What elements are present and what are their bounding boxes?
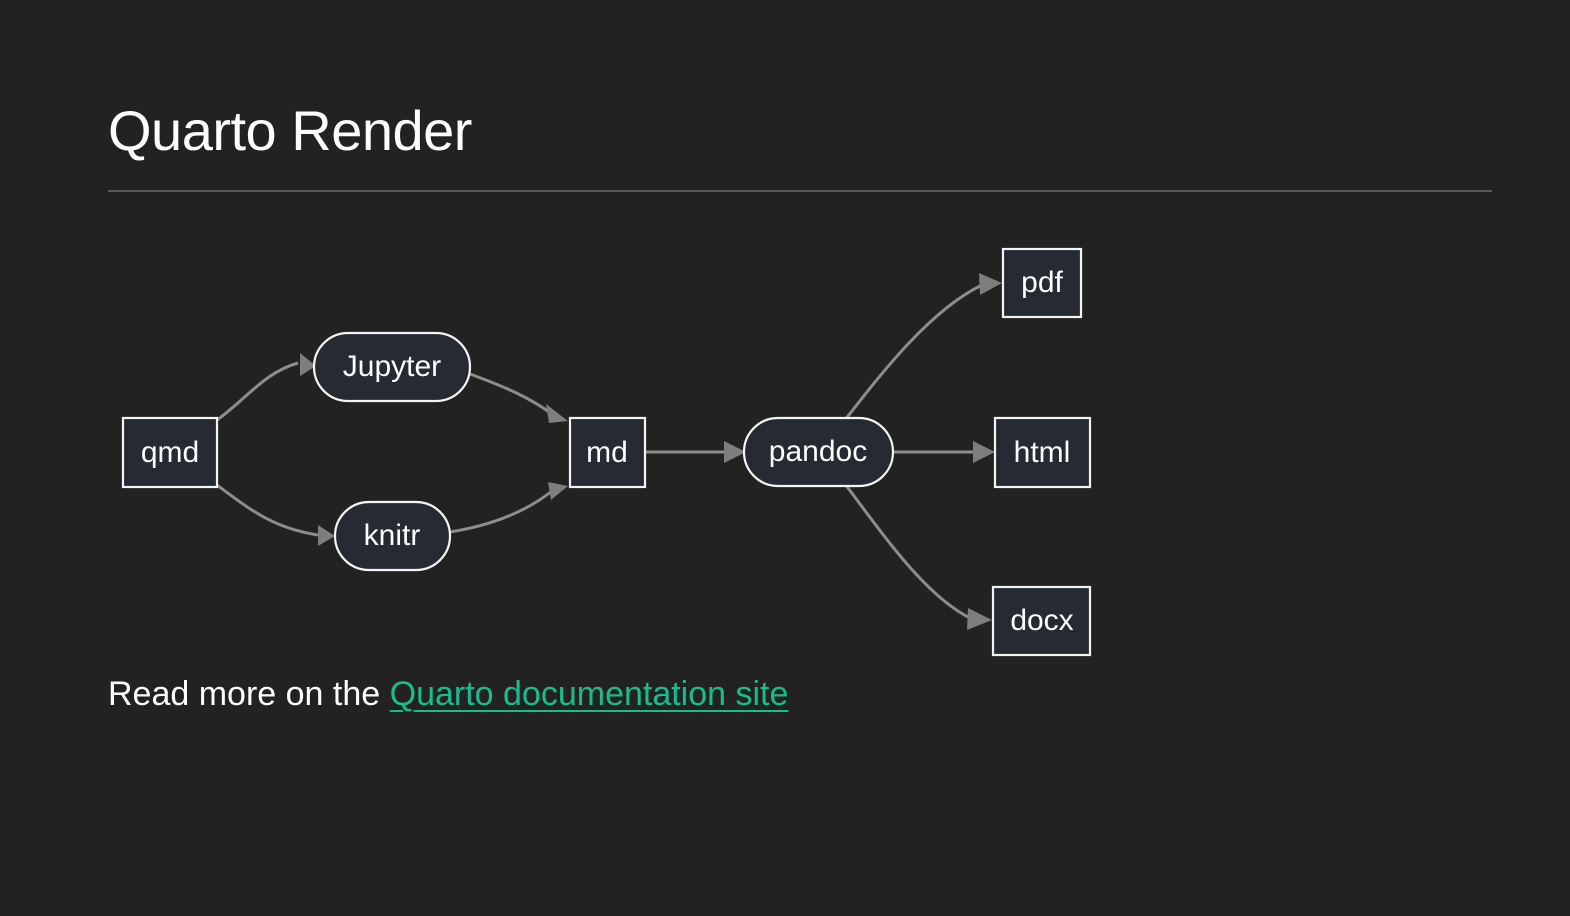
node-md[interactable]: md: [568, 416, 647, 489]
arrowhead-jupyter-md: [546, 404, 568, 423]
arrowhead-qmd-jupyter: [300, 353, 316, 376]
node-pandoc-label: pandoc: [769, 435, 867, 468]
title-divider: [108, 190, 1492, 192]
node-pandoc[interactable]: pandoc: [742, 416, 895, 488]
node-knitr-label: knitr: [364, 519, 421, 552]
edge-pandoc-docx: [843, 483, 973, 621]
arrowhead-qmd-knitr: [318, 525, 335, 546]
page-title: Quarto Render: [108, 99, 472, 162]
node-qmd-label: qmd: [141, 436, 199, 469]
node-qmd[interactable]: qmd: [121, 416, 219, 489]
arrowhead-md-pandoc: [724, 441, 746, 463]
quarto-documentation-link[interactable]: Quarto documentation site: [389, 675, 789, 713]
read-more-lead-text: Read more on the: [108, 675, 390, 713]
node-jupyter[interactable]: Jupyter: [312, 331, 472, 403]
node-html-label: html: [1014, 436, 1071, 469]
read-more-paragraph: Read more on the Quarto documentation si…: [108, 672, 788, 718]
edge-knitr-md: [449, 489, 553, 534]
node-jupyter-label: Jupyter: [343, 350, 441, 383]
node-html[interactable]: html: [993, 416, 1092, 489]
node-pdf[interactable]: pdf: [1001, 247, 1083, 319]
node-pdf-label: pdf: [1021, 266, 1063, 299]
node-md-label: md: [586, 436, 628, 469]
edge-qmd-knitr: [216, 483, 319, 537]
node-knitr[interactable]: knitr: [333, 500, 452, 572]
arrowhead-pandoc-html: [973, 441, 995, 463]
node-docx-label: docx: [1010, 604, 1073, 637]
edge-layer: [216, 273, 1002, 630]
edge-qmd-jupyter: [216, 361, 299, 422]
arrowhead-pandoc-pdf: [979, 273, 1002, 295]
arrowhead-knitr-md: [548, 482, 568, 500]
node-layer: qmd Jupyter knitr md: [121, 247, 1092, 657]
edge-pandoc-pdf: [843, 283, 983, 421]
edge-jupyter-md: [469, 372, 553, 416]
node-docx[interactable]: docx: [991, 585, 1092, 657]
arrowhead-pandoc-docx: [967, 608, 992, 630]
